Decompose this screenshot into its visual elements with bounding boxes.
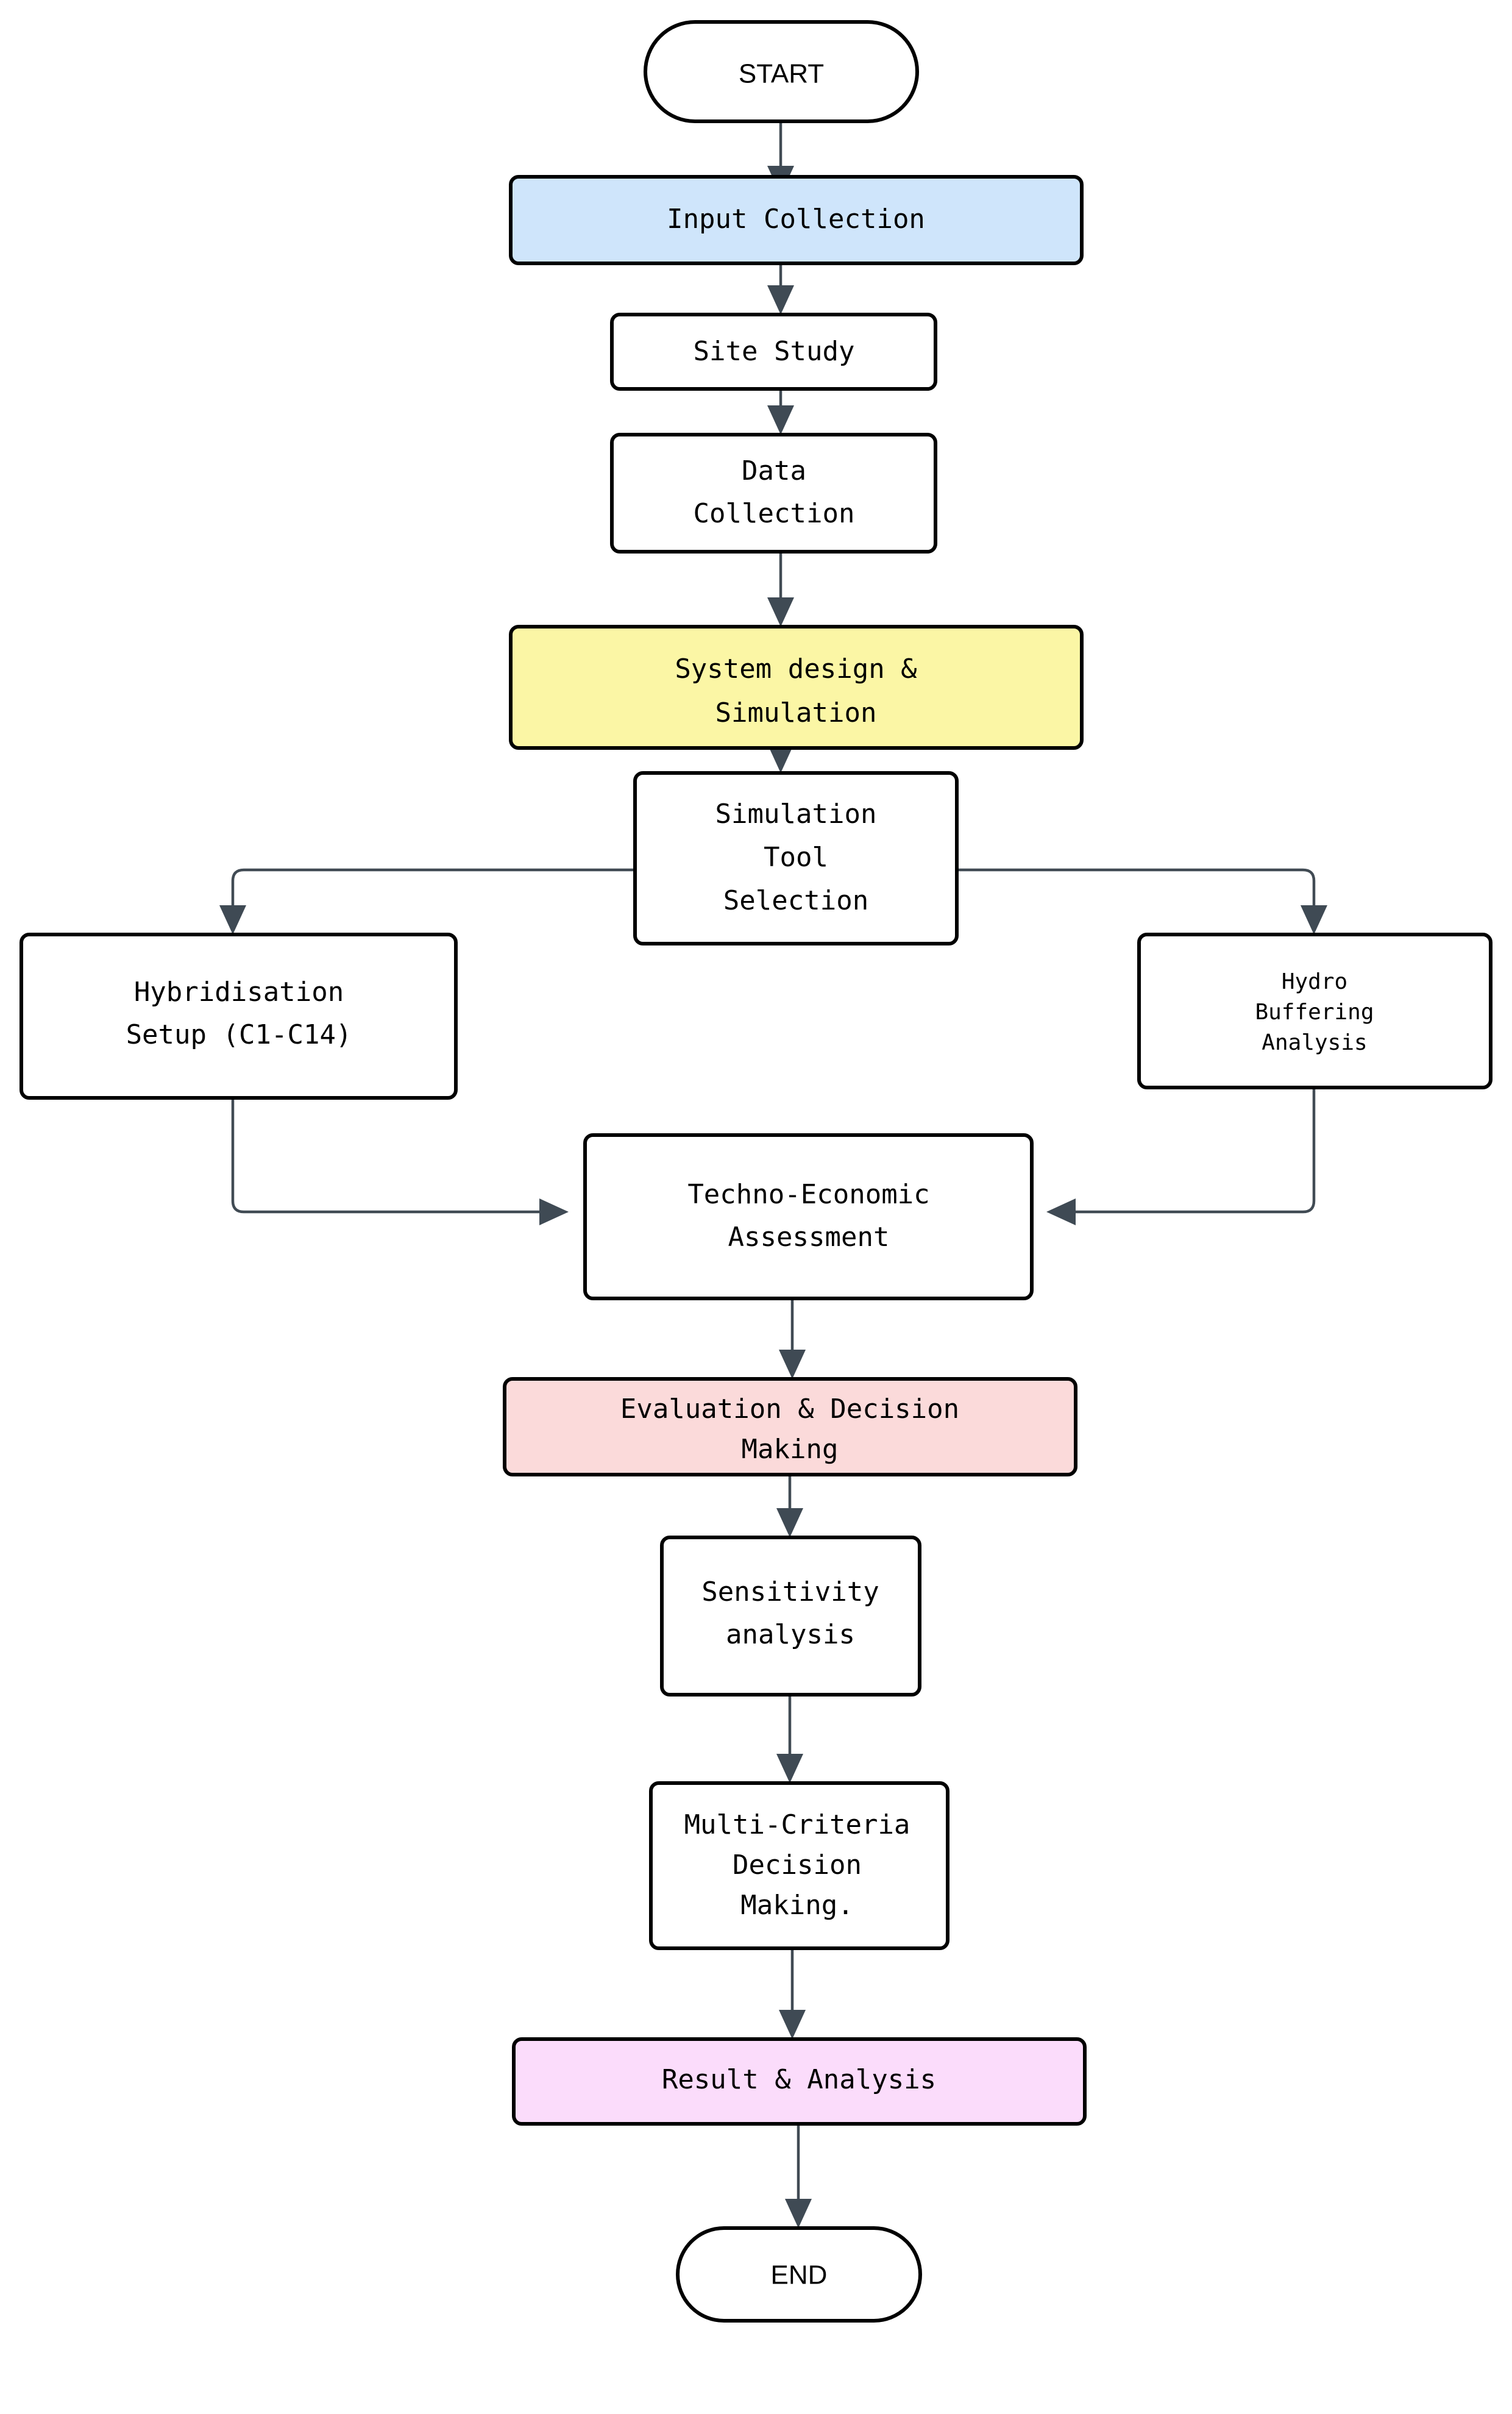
edge-techno-to-evaluate [779, 1298, 806, 1379]
node-hydro-buffering-analysis[interactable]: Hydro Buffering Analysis [1137, 933, 1492, 1089]
node-hybridisation-setup-label-line2: Setup (C1-C14) [126, 1019, 352, 1050]
node-end-label: END [771, 2260, 828, 2290]
node-simulation-tool-selection-label-line2: Tool [764, 842, 828, 873]
node-mcdm-label-line3: Making. [740, 1890, 853, 1921]
node-mcdm-label-line2: Decision [733, 1850, 862, 1881]
edge-layer [219, 122, 1327, 2228]
node-simulation-tool-selection-label-line1: Simulation [715, 799, 877, 830]
node-hydro-buffering-analysis-label-line2: Buffering [1255, 1000, 1374, 1025]
node-input-collection-label: Input Collection [667, 204, 925, 235]
edge-tool-to-hydro [957, 868, 1327, 935]
node-sensitivity-analysis-label-line2: analysis [726, 1619, 855, 1650]
node-start-label: START [739, 59, 824, 89]
edge-evaluate-to-sens [776, 1474, 803, 1537]
edge-mcdm-to-result [779, 1948, 806, 2039]
node-simulation-tool-selection-label-line3: Selection [723, 885, 868, 916]
node-layer: START Input Collection Site Study Data C… [20, 20, 1492, 2323]
node-simulation-tool-selection[interactable]: Simulation Tool Selection [633, 771, 959, 945]
node-techno-economic-assessment-label-line2: Assessment [728, 1222, 890, 1253]
node-techno-economic-assessment-label-line1: Techno-Economic [687, 1179, 929, 1210]
edge-site-to-data [767, 388, 794, 435]
node-hybridisation-setup[interactable]: Hybridisation Setup (C1-C14) [20, 933, 458, 1100]
node-techno-economic-assessment[interactable]: Techno-Economic Assessment [583, 1133, 1034, 1300]
node-sensitivity-analysis-label-line1: Sensitivity [701, 1576, 879, 1608]
node-hybridisation-setup-label-line1: Hybridisation [134, 977, 344, 1008]
node-system-design-label-line1: System design & [675, 653, 917, 685]
edge-result-to-end [785, 2123, 812, 2228]
node-hydro-buffering-analysis-label-line3: Analysis [1262, 1030, 1367, 1055]
node-result-analysis[interactable]: Result & Analysis [512, 2037, 1087, 2126]
node-start[interactable]: START [644, 20, 919, 123]
node-data-collection-label-line1: Data [742, 455, 806, 486]
node-system-design-label-line2: Simulation [715, 697, 877, 728]
node-data-collection[interactable]: Data Collection [610, 433, 937, 554]
node-mcdm-label-line1: Multi-Criteria [684, 1809, 910, 1840]
edge-input-to-site [767, 262, 794, 315]
node-evaluation-decision-making[interactable]: Evaluation & Decision Making [503, 1377, 1077, 1476]
edge-hybrid-to-techno [231, 1097, 569, 1225]
node-data-collection-label-line2: Collection [694, 498, 855, 529]
node-sensitivity-analysis[interactable]: Sensitivity analysis [660, 1536, 921, 1697]
edge-data-to-design [767, 550, 794, 627]
node-evaluation-decision-making-label-line1: Evaluation & Decision [620, 1394, 959, 1425]
edge-sens-to-mcdm [776, 1695, 803, 1783]
node-evaluation-decision-making-label-line2: Making [742, 1434, 839, 1465]
node-input-collection[interactable]: Input Collection [509, 175, 1084, 265]
node-mcdm[interactable]: Multi-Criteria Decision Making. [649, 1781, 949, 1950]
node-system-design[interactable]: System design & Simulation [509, 625, 1084, 750]
node-result-analysis-label: Result & Analysis [662, 2064, 936, 2095]
edge-hydro-to-techno [1046, 1085, 1316, 1225]
node-end[interactable]: END [676, 2226, 922, 2323]
node-site-study-label: Site Study [694, 336, 855, 367]
node-site-study[interactable]: Site Study [610, 313, 937, 391]
edge-tool-to-hybrid [219, 868, 635, 935]
node-hydro-buffering-analysis-label-line1: Hydro [1282, 969, 1347, 994]
